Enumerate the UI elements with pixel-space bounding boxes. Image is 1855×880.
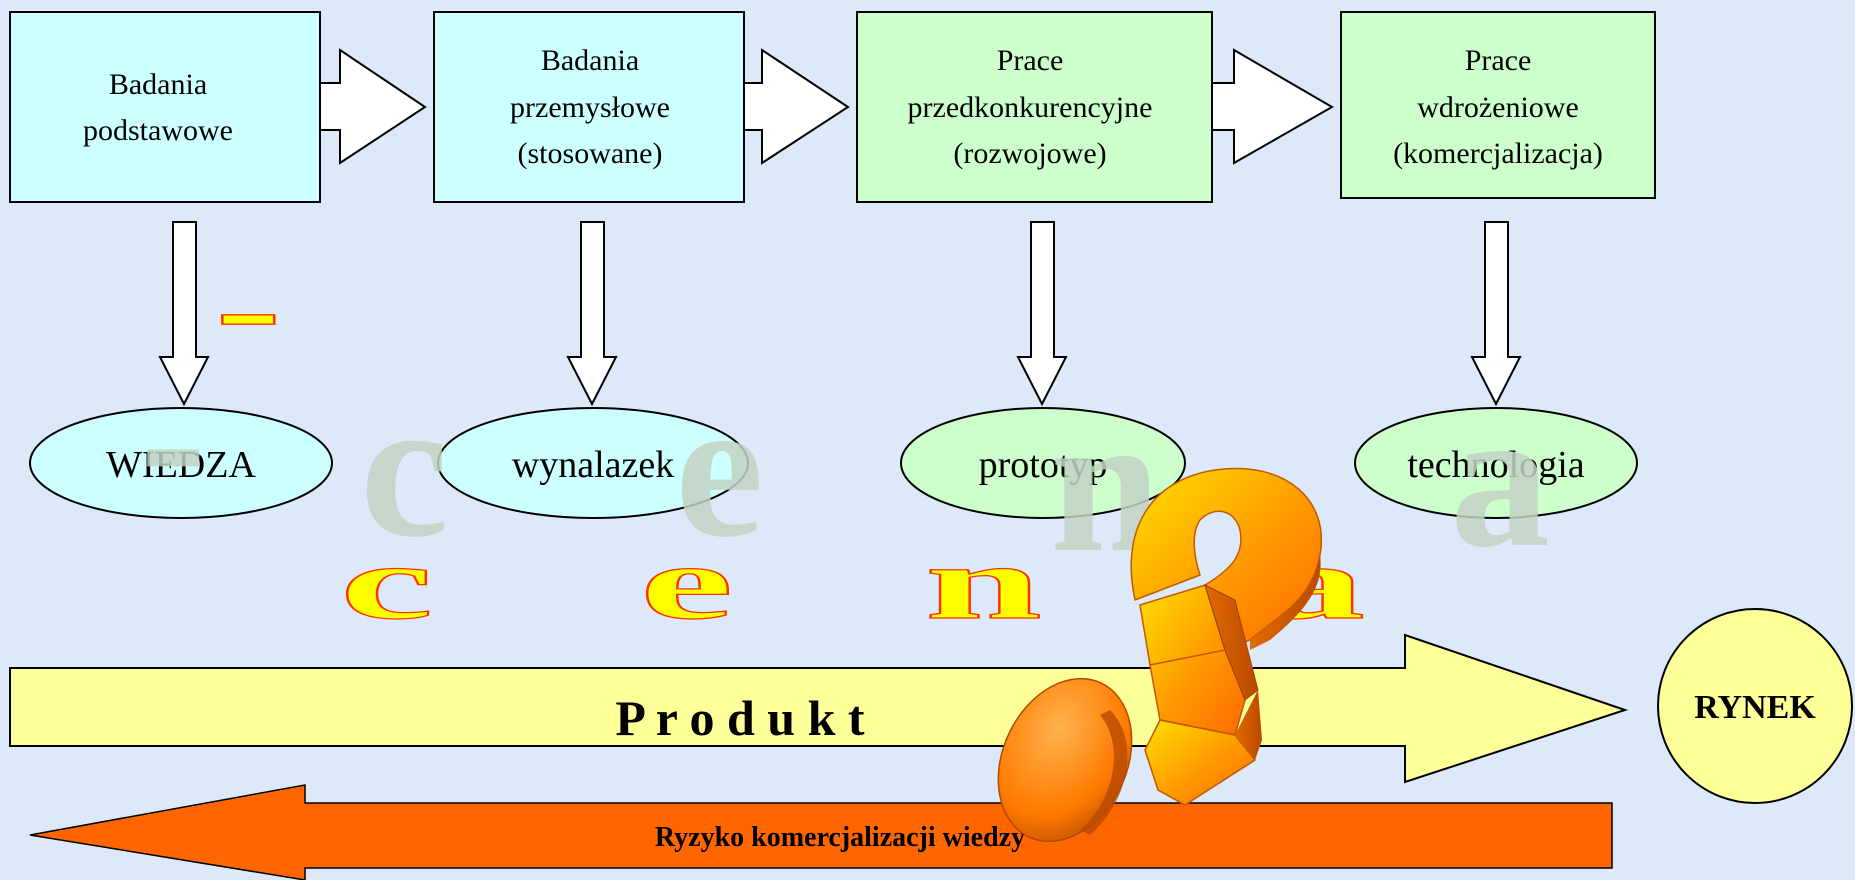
stage-3-line-1: Prace bbox=[997, 44, 1064, 77]
stage-box-2: Badania przemysłowe (stosowane) bbox=[433, 11, 745, 203]
risk-label: Ryzyko komercjalizacji wiedzy bbox=[655, 822, 1025, 853]
risk-arrow bbox=[29, 784, 1613, 880]
down-arrow-2 bbox=[566, 221, 618, 407]
stage-3-line-2: przedkonkurencyjne bbox=[908, 91, 1153, 124]
cena-shadow-e: e bbox=[675, 358, 764, 579]
output-wiedza: WIEDZA bbox=[29, 407, 333, 519]
stage-arrow-3-4 bbox=[1211, 48, 1335, 165]
down-arrow-3 bbox=[1016, 221, 1068, 407]
stage-arrow-1-2 bbox=[319, 48, 427, 165]
stage-box-4: Prace wdrożeniowe (komercjalizacja) bbox=[1340, 11, 1656, 199]
stage-4-line-1: Prace bbox=[1465, 44, 1532, 77]
output-prototyp: prototyp bbox=[900, 407, 1186, 519]
cena-shadow-a: a bbox=[1450, 368, 1550, 589]
market-label: RYNEK bbox=[1694, 689, 1816, 726]
cena-letter-n: n bbox=[925, 524, 1042, 640]
cena-shadow-c: c bbox=[360, 358, 449, 579]
stage-2-line-2: przemysłowe bbox=[510, 91, 670, 124]
output-label-wynalazek: wynalazek bbox=[512, 444, 674, 486]
cena-letter-dash: - bbox=[215, 247, 282, 369]
product-label: P r o d u k t bbox=[615, 690, 864, 746]
stage-1-line-2: podstawowe bbox=[83, 114, 233, 147]
stage-4-line-2: wdrożeniowe bbox=[1417, 91, 1579, 124]
stage-4-line-3: (komercjalizacja) bbox=[1393, 137, 1603, 170]
stage-box-3: Prace przedkonkurencyjne (rozwojowe) bbox=[856, 11, 1213, 203]
cena-shadow-dash: - bbox=[140, 328, 207, 549]
output-label-wiedza: WIEDZA bbox=[106, 444, 256, 486]
down-arrow-1 bbox=[158, 221, 210, 407]
output-technologia: technologia bbox=[1354, 407, 1638, 519]
down-arrow-4 bbox=[1470, 221, 1522, 407]
market-circle: RYNEK bbox=[1657, 608, 1853, 804]
stage-arrow-2-3 bbox=[743, 48, 850, 165]
cena-letter-e: e bbox=[640, 524, 733, 640]
output-wynalazek: wynalazek bbox=[437, 407, 749, 519]
output-label-technologia: technologia bbox=[1407, 444, 1584, 486]
cena-wordart: - bbox=[214, 246, 282, 370]
question-mark-3d-icon bbox=[997, 467, 1323, 843]
cena-shadow: - c e n a bbox=[140, 328, 1550, 594]
stage-box-1: Badania podstawowe bbox=[9, 11, 321, 203]
stage-1-line-1: Badania bbox=[109, 68, 207, 101]
output-label-prototyp: prototyp bbox=[979, 444, 1108, 486]
cena-letter-c: c bbox=[340, 524, 433, 640]
stage-2-line-1: Badania bbox=[541, 44, 639, 77]
stage-3-line-3: (rozwojowe) bbox=[953, 137, 1106, 170]
stage-2-line-3: (stosowane) bbox=[518, 137, 663, 170]
